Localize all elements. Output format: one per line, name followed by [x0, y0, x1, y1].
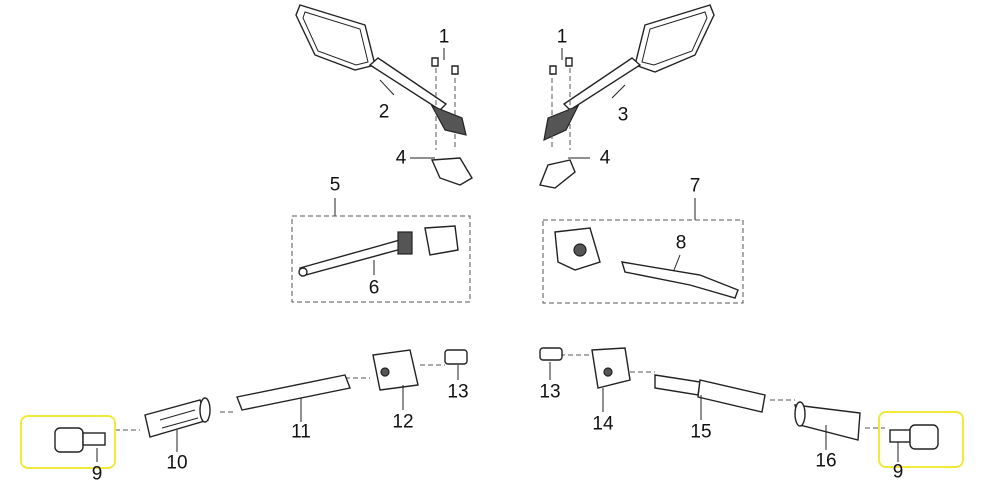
right-collar [539, 347, 563, 361]
callout-7: 7 [689, 175, 701, 197]
callout-12: 12 [392, 411, 414, 433]
callout-8: 8 [675, 232, 687, 254]
throttle-tube [236, 374, 351, 411]
callout-3: 3 [617, 104, 629, 126]
callout-9-right: 9 [892, 461, 904, 483]
right-bar-end [889, 424, 939, 450]
left-grip [144, 397, 211, 438]
assembly-7-box [542, 219, 744, 304]
brake-master-cylinder [554, 227, 739, 299]
callout-11: 11 [291, 421, 311, 443]
clutch-lever [298, 225, 459, 277]
left-collar [444, 349, 468, 365]
right-switch [591, 347, 631, 389]
callout-13-left: 13 [447, 381, 469, 403]
callout-15: 15 [690, 421, 712, 443]
highlight-left-bar-end [20, 415, 116, 469]
callout-2: 2 [378, 101, 390, 123]
right-grip [697, 379, 861, 441]
callout-1-right: 1 [556, 26, 568, 48]
left-bar-end [54, 427, 106, 453]
highlight-right-bar-end [878, 411, 964, 468]
callout-10: 10 [166, 452, 188, 474]
right-mirror [539, 4, 715, 189]
throttle-sleeve [654, 374, 701, 396]
callout-4-left: 4 [395, 147, 407, 169]
left-mirror [295, 4, 473, 186]
callout-13-right: 13 [539, 381, 561, 403]
left-switch [372, 349, 419, 391]
callout-14: 14 [592, 413, 614, 435]
callout-16: 16 [815, 450, 837, 472]
callout-9-left: 9 [91, 463, 103, 483]
callout-5: 5 [329, 174, 341, 196]
callout-1-left: 1 [438, 26, 450, 48]
callout-6: 6 [368, 277, 380, 299]
assembly-5-box [291, 215, 471, 303]
callout-4-right: 4 [599, 147, 611, 169]
